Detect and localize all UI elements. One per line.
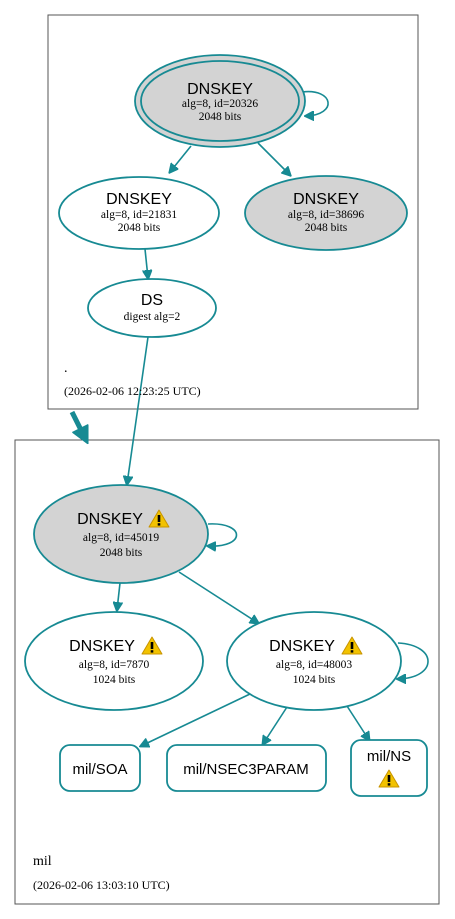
node-mil-ns[interactable]: mil/NS — [350, 739, 428, 797]
node-title: mil/NS — [367, 748, 411, 765]
node-title: DNSKEY — [69, 638, 135, 655]
node-detail: alg=8, id=45019 — [83, 532, 159, 544]
edge-zsk2-to-ns — [346, 705, 369, 740]
node-title: DNSKEY — [106, 191, 172, 208]
node-mil-zsk-7870[interactable]: DNSKEY alg=8, id=7870 1024 bits — [24, 611, 204, 711]
node-title: mil/NSEC3PARAM — [183, 761, 309, 778]
node-title: DNSKEY — [269, 638, 335, 655]
node-mil-soa[interactable]: mil/SOA — [59, 744, 141, 792]
root-zone-name: . — [64, 361, 68, 376]
node-root-zsk-21831[interactable]: DNSKEY alg=8, id=21831 2048 bits — [58, 176, 220, 250]
node-title: DNSKEY — [187, 81, 253, 98]
edge-zsk2-to-nsec3param — [263, 706, 288, 744]
edge-ds-to-mil-ksk — [127, 336, 149, 484]
delegation-arrow — [69, 410, 84, 436]
edge-ksk-to-zsk1 — [170, 145, 192, 172]
node-detail: alg=8, id=38696 — [288, 209, 364, 221]
node-detail: digest alg=2 — [124, 311, 181, 323]
edge-milzsk2-self — [398, 642, 429, 679]
root-zone-box — [47, 14, 419, 410]
node-detail: alg=8, id=48003 — [276, 659, 352, 671]
node-detail: alg=8, id=7870 — [79, 659, 150, 671]
edge-ksk-self — [301, 90, 329, 116]
mil-zone-box — [14, 439, 440, 905]
node-detail: alg=8, id=20326 — [182, 98, 258, 110]
mil-zone-name: mil — [33, 854, 52, 869]
node-detail: 2048 bits — [199, 111, 242, 123]
edge-zsk2-to-soa — [141, 693, 251, 746]
node-root-ds[interactable]: DS digest alg=2 — [87, 278, 217, 338]
edge-zsk1-to-ds — [145, 248, 148, 278]
node-detail: 2048 bits — [118, 222, 161, 234]
node-mil-zsk-48003[interactable]: DNSKEY alg=8, id=48003 1024 bits — [226, 611, 402, 711]
node-detail: 2048 bits — [100, 547, 143, 559]
node-detail: 1024 bits — [93, 674, 136, 686]
node-detail: 2048 bits — [305, 222, 348, 234]
node-root-ksk[interactable]: DNSKEY alg=8, id=20326 2048 bits — [134, 54, 306, 148]
edge-ksk-to-zsk2 — [257, 142, 290, 175]
edge-milksk-to-zsk1 — [117, 582, 120, 610]
root-zone-timestamp: (2026-02-06 12:23:25 UTC) — [64, 384, 201, 398]
mil-zone-timestamp: (2026-02-06 13:03:10 UTC) — [33, 878, 170, 892]
node-detail: 1024 bits — [293, 674, 336, 686]
node-title: DS — [141, 292, 163, 309]
node-title: DNSKEY — [293, 191, 359, 208]
node-detail: alg=8, id=21831 — [101, 209, 177, 221]
node-mil-ksk-45019[interactable]: DNSKEY alg=8, id=45019 2048 bits — [33, 484, 209, 584]
node-title: DNSKEY — [77, 511, 143, 528]
edge-milksk-to-zsk2 — [178, 571, 258, 623]
node-title: mil/SOA — [72, 761, 127, 778]
node-root-zsk-38696[interactable]: DNSKEY alg=8, id=38696 2048 bits — [244, 175, 408, 251]
edge-milksk-self — [208, 523, 238, 546]
node-mil-nsec3param[interactable]: mil/NSEC3PARAM — [166, 744, 327, 792]
